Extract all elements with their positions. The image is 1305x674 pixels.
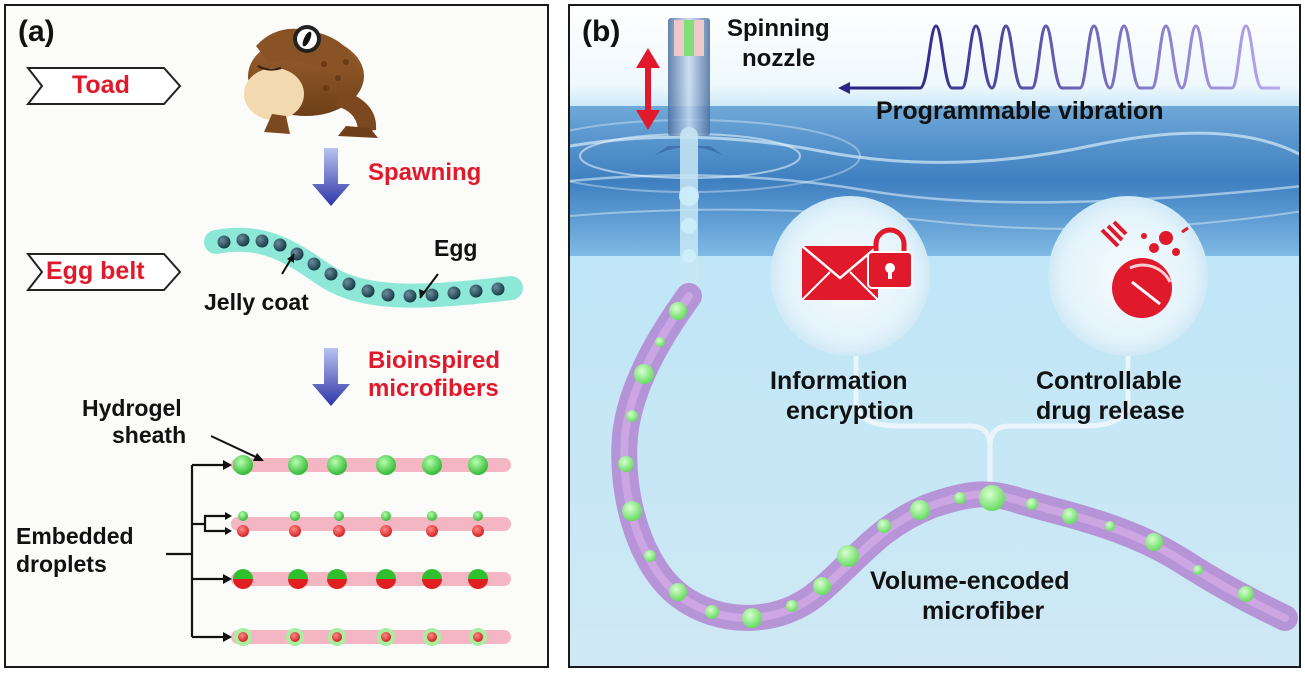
spawning-label: Spawning bbox=[368, 159, 482, 186]
encryption-label-line1: Information bbox=[770, 367, 908, 395]
spinning-nozzle bbox=[654, 18, 724, 156]
bioinspired-arrow bbox=[312, 348, 350, 406]
panel-a-graphics bbox=[25, 25, 523, 646]
nozzle-label-line1: Spinning bbox=[727, 15, 830, 42]
bracket-arrowheads bbox=[223, 460, 232, 642]
embedded-label-line1: Embedded bbox=[16, 523, 134, 549]
egg-label: Egg bbox=[434, 235, 478, 261]
egg-belt-tag-shape bbox=[25, 253, 182, 291]
panel-a-label: (a) bbox=[18, 15, 55, 48]
toad-tag-label: Toad bbox=[72, 71, 130, 99]
toad-illustration bbox=[244, 25, 378, 138]
jelly-coat-label: Jelly coat bbox=[204, 289, 309, 315]
panel-b-label: (b) bbox=[582, 15, 621, 48]
capsule-icon bbox=[1100, 220, 1189, 318]
fiber-row-4 bbox=[231, 628, 511, 646]
toad-tag-shape bbox=[25, 67, 182, 105]
panel-a: (a) Toad Egg belt Spawning Egg Jelly coa… bbox=[4, 4, 549, 668]
panel-b-graphics bbox=[570, 6, 1299, 666]
spawning-arrow bbox=[312, 148, 350, 206]
connector-lines bbox=[853, 356, 1131, 484]
egg-dots bbox=[217, 233, 505, 303]
vibration-label: Programmable vibration bbox=[876, 97, 1164, 125]
microfiber-droplets bbox=[618, 302, 1254, 628]
microfiber-label-line2: microfiber bbox=[922, 597, 1045, 625]
hydrogel-label-line2: sheath bbox=[112, 422, 187, 448]
hydrogel-pointer bbox=[210, 435, 259, 459]
envelope-lock-icon bbox=[801, 227, 913, 301]
microfiber-label-line1: Volume-encoded bbox=[870, 567, 1070, 595]
hydrogel-label-line1: Hydrogel bbox=[82, 395, 182, 421]
fiber-row-2 bbox=[231, 511, 511, 537]
panel-b: (b) Spinning nozzle Programmable vibrati… bbox=[568, 4, 1301, 668]
nozzle-label-line2: nozzle bbox=[742, 45, 816, 72]
fiber-row-1 bbox=[231, 455, 511, 475]
fiber-row-3 bbox=[231, 569, 511, 589]
egg-belt-tag-label: Egg belt bbox=[46, 257, 145, 285]
bioinspired-label-line2: microfibers bbox=[368, 375, 499, 402]
encryption-label-line2: encryption bbox=[786, 397, 914, 425]
bioinspired-label-line1: Bioinspired bbox=[368, 347, 501, 374]
embedded-label-line2: droplets bbox=[16, 551, 107, 577]
droplet-bracket bbox=[166, 463, 226, 639]
drug-release-label-line1: Controllable bbox=[1036, 367, 1182, 395]
drug-release-label-line2: drug release bbox=[1036, 397, 1185, 425]
vibration-waveform bbox=[900, 24, 1280, 90]
